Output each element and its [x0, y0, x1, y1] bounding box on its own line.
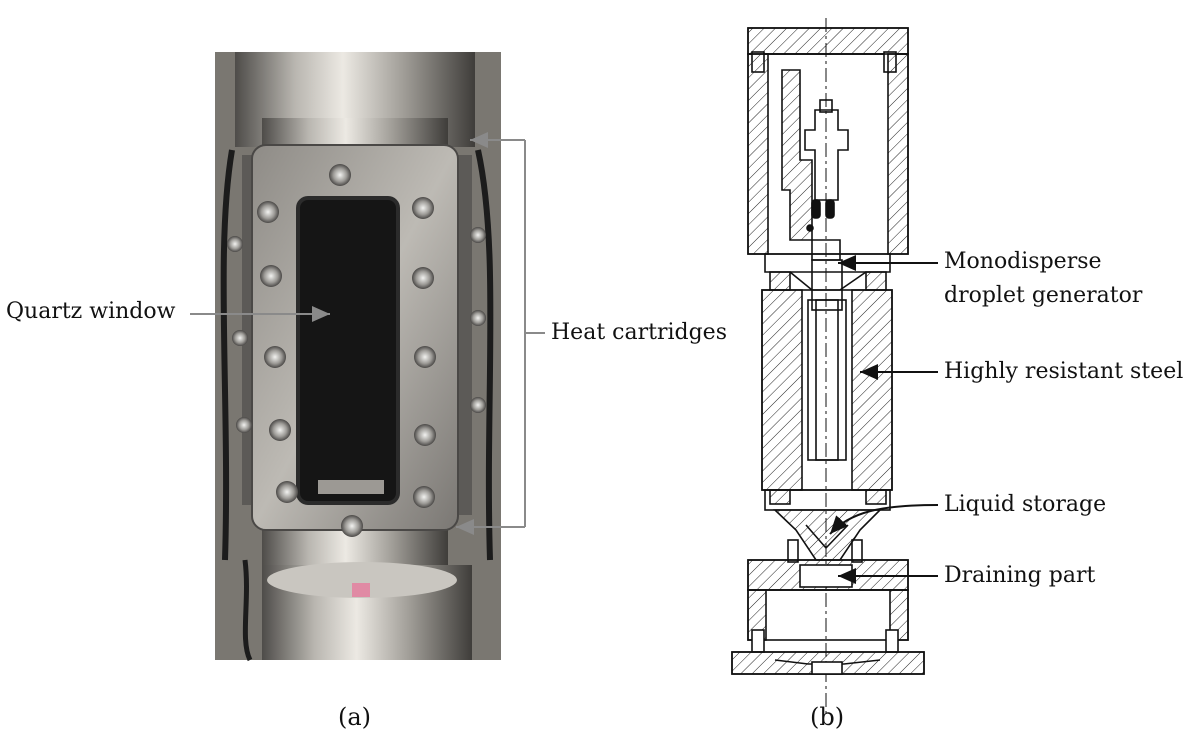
label-generator-line2: droplet generator — [944, 283, 1143, 308]
heat-cartridges-bracket — [456, 132, 545, 535]
caption-b: (b) — [810, 703, 845, 731]
photo-panel-a — [215, 52, 501, 662]
label-heat-cartridges: Heat cartridges — [551, 320, 727, 345]
label-storage: Liquid storage — [944, 492, 1107, 517]
label-steel: Highly resistant steel — [944, 359, 1184, 384]
flange-bolts — [227, 164, 486, 537]
label-generator-line1: Monodisperse — [944, 249, 1102, 274]
storage-pointer — [829, 504, 939, 535]
caption-a: (a) — [338, 703, 372, 731]
label-draining: Draining part — [944, 563, 1096, 588]
cross-section-panel-b — [731, 18, 925, 715]
label-quartz-window: Quartz window — [6, 299, 176, 324]
